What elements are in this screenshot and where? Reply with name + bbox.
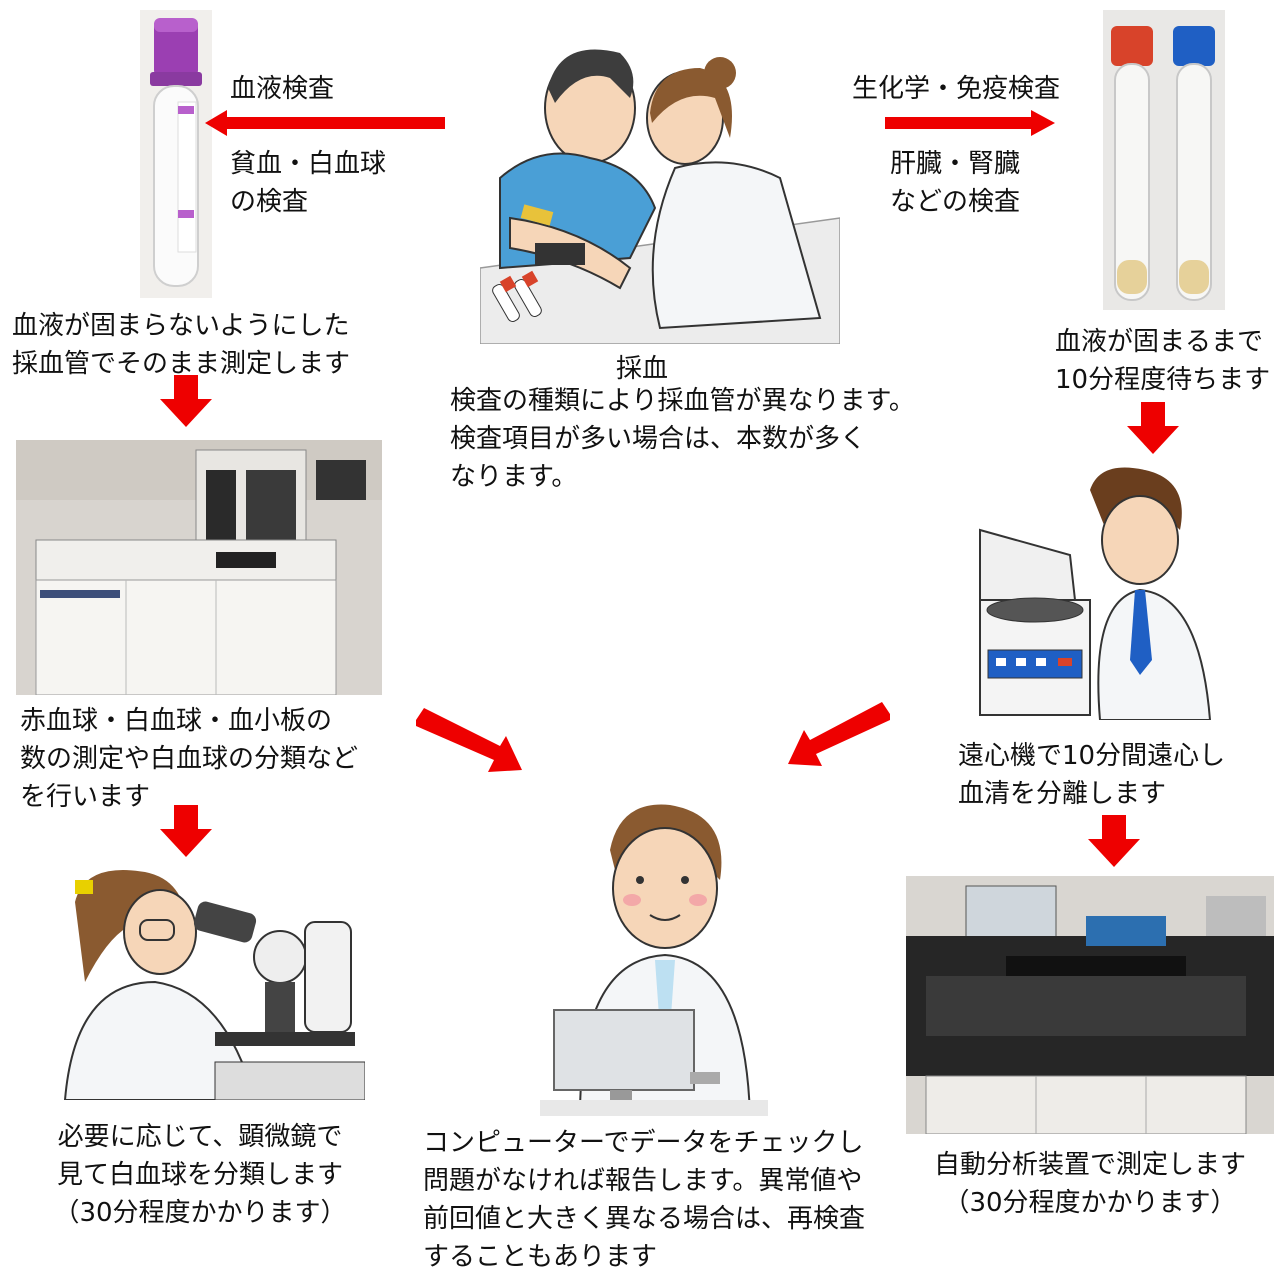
blood-test-label: 血液検査: [230, 74, 335, 104]
down-arrow-right-1: [1127, 402, 1179, 454]
hematology-analyzer-photo: [16, 440, 382, 695]
hematology-caption: 赤血球・白血球・血小板の 数の測定や白血球の分類など を行います: [20, 706, 359, 812]
chemistry-analyzer-caption: 自動分析装置で測定します （30分程度かかります）: [933, 1150, 1246, 1218]
microscope-illustration: [45, 862, 365, 1100]
centrifuge-caption: 遠心機で10分間遠心し 血清を分離します: [958, 741, 1226, 809]
arrow-to-blood-test: [205, 110, 445, 136]
centrifuge-illustration: [960, 460, 1220, 720]
purple-cap-tube: [150, 18, 202, 287]
computer-caption: コンピューターでデータをチェックし 問題がなければ報告します。異常値や 前回値と…: [423, 1128, 866, 1272]
liver-kidney-label: 肝臓・腎臓 などの検査: [890, 149, 1021, 217]
computer-illustration: [540, 800, 768, 1116]
tube-type-note: 検査の種類により採血管が異なります。 検査項目が多い場合は、本数が多く なります…: [450, 386, 915, 492]
down-arrow-left-2: [160, 805, 212, 857]
blood-draw-illustration: [480, 28, 840, 344]
down-arrow-right-2: [1088, 815, 1140, 867]
down-arrow-left-1: [160, 375, 212, 427]
arrow-to-chemistry-test: [885, 110, 1055, 136]
anemia-test-label: 貧血・白血球 の検査: [230, 149, 387, 217]
blue-cap-tube: [1173, 26, 1215, 66]
microscope-caption: 必要に応じて、顕微鏡で 見て白血球を分類します （30分程度かかります）: [53, 1122, 347, 1228]
arrow-left-to-computer: [416, 708, 526, 778]
clotting-wait-caption: 血液が固まるまで 10分程度待ちます: [1055, 327, 1271, 395]
red-cap-tube: [1111, 26, 1153, 66]
anticoagulant-tube-caption: 血液が固まらないようにした 採血管でそのまま測定します: [12, 311, 351, 379]
red-blue-tubes-photo: [1103, 10, 1225, 310]
purple-cap-tube-photo: [140, 10, 212, 298]
chemistry-test-label: 生化学・免疫検査: [852, 74, 1061, 104]
arrow-right-to-computer: [786, 702, 890, 772]
blood-draw-caption: 採血: [616, 354, 669, 384]
chemistry-analyzer-photo: [906, 876, 1274, 1134]
